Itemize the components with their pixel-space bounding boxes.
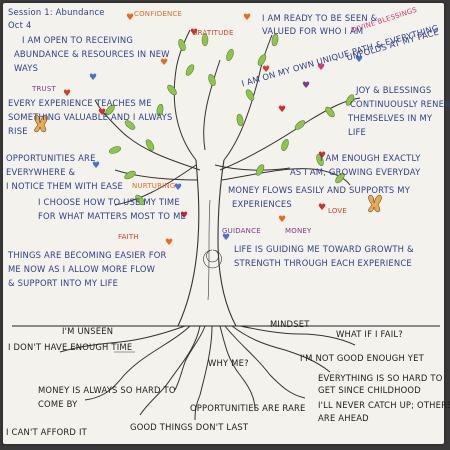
svg-text:♥: ♥ xyxy=(180,211,188,221)
butterfly-icon xyxy=(34,114,382,213)
svg-text:♥: ♥ xyxy=(302,81,310,91)
svg-text:♥: ♥ xyxy=(318,151,326,161)
session-date: Oct 4 xyxy=(8,20,32,30)
svg-text:♥: ♥ xyxy=(165,238,173,248)
svg-text:♥: ♥ xyxy=(318,203,326,213)
hearts-icon: ♥ ♥ ♥ ♥ ♥ ♥ ♥ ♥ ♥ ♥ ♥ ♥ ♥ ♥ ♥ ♥ ♥ ♥ ♥ ♥ xyxy=(63,13,363,248)
label-mindset: MINDSET xyxy=(270,319,310,329)
word-love: LOVE xyxy=(328,207,348,215)
svg-text:♥: ♥ xyxy=(160,58,168,68)
word-money: MONEY xyxy=(285,227,312,235)
belief-fail: WHAT IF I FAIL? xyxy=(336,329,403,339)
svg-text:♥: ♥ xyxy=(278,105,286,115)
svg-text:♥: ♥ xyxy=(98,108,106,118)
belief-unseen: I'M UNSEEN xyxy=(62,326,114,336)
svg-text:♥: ♥ xyxy=(243,13,251,23)
svg-text:♥: ♥ xyxy=(92,161,100,171)
session-title: Session 1: Abundance xyxy=(8,7,105,17)
belief-rare: OPPORTUNITIES ARE RARE xyxy=(190,403,306,413)
svg-text:♥: ♥ xyxy=(89,73,97,83)
word-nurturing: NURTURING xyxy=(132,182,176,190)
trunk-icon xyxy=(177,159,237,327)
word-faith: FAITH xyxy=(118,233,139,241)
svg-text:♥: ♥ xyxy=(190,28,198,38)
word-trust: TRUST xyxy=(32,85,56,93)
svg-text:♥: ♥ xyxy=(174,183,182,193)
leaves-icon xyxy=(105,33,355,206)
word-gratitude: GRATITUDE xyxy=(192,29,234,37)
word-confidence: CONFIDENCE xyxy=(134,10,183,18)
belief-time: I DON'T HAVE ENOUGH TIME xyxy=(8,342,133,352)
word-guidance: GUIDANCE xyxy=(222,227,261,235)
drawing-paper xyxy=(3,3,444,444)
belief-why-me: WHY ME? xyxy=(208,358,249,368)
belief-not-enough: I'M NOT GOOD ENOUGH YET xyxy=(300,353,424,363)
svg-text:♥: ♥ xyxy=(278,215,286,225)
svg-text:♥: ♥ xyxy=(126,13,134,23)
svg-text:♥: ♥ xyxy=(355,55,363,65)
belief-afford: I CAN'T AFFORD IT xyxy=(6,427,87,437)
belief-good-things: GOOD THINGS DON'T LAST xyxy=(130,422,249,432)
svg-text:♥: ♥ xyxy=(63,89,71,99)
svg-text:♥: ♥ xyxy=(222,233,230,243)
svg-text:♥: ♥ xyxy=(262,65,270,75)
roots-icon xyxy=(59,325,356,421)
svg-text:♥: ♥ xyxy=(317,63,325,73)
branches-icon xyxy=(94,29,361,206)
